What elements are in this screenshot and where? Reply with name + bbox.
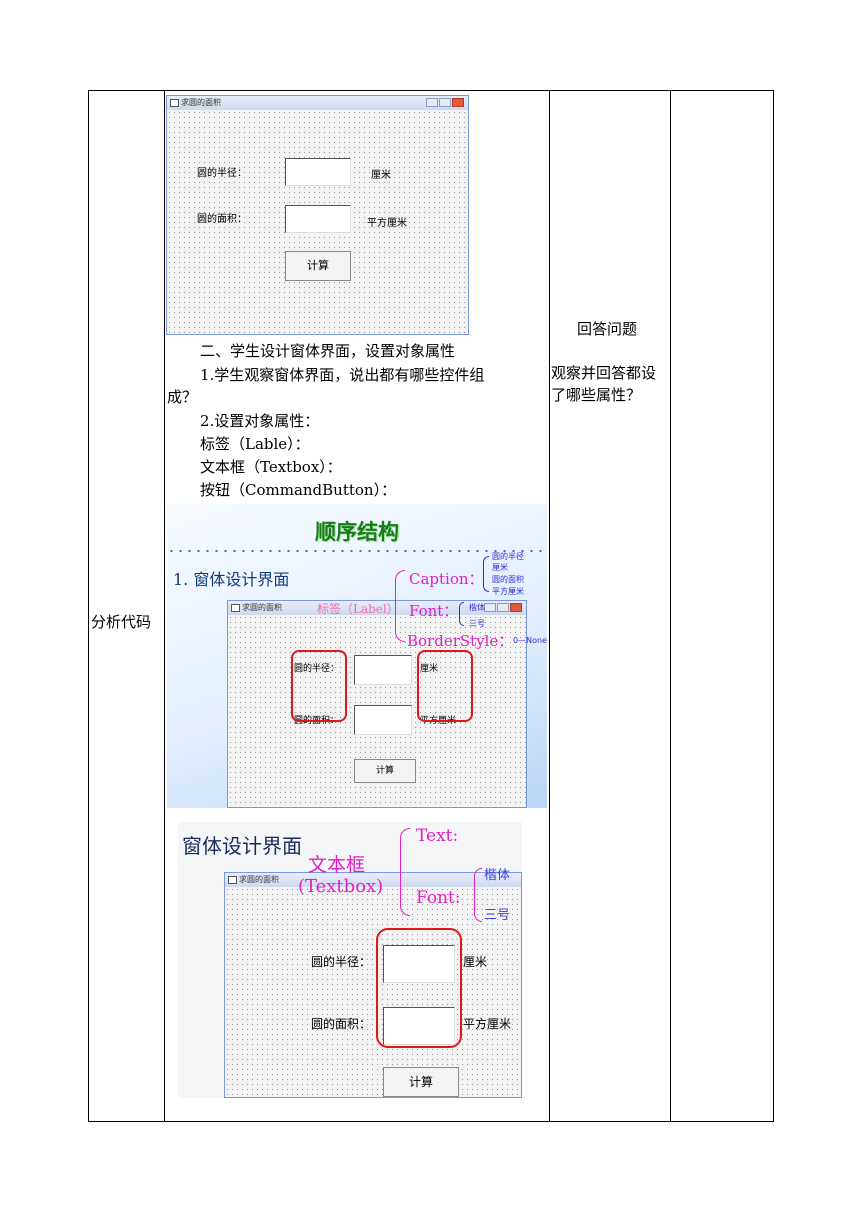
slide1-subtitle: 1. 窗体设计界面 — [173, 570, 290, 589]
slide1-form-titlebar: 求圆的面积 — [228, 601, 526, 615]
slide1-radius-label: 圆的半径： — [294, 664, 340, 674]
slide2-font-value-2: 三号 — [484, 908, 511, 923]
column-divider-3 — [670, 91, 671, 1121]
button-property-line: 按钮（CommandButton）： — [200, 481, 397, 499]
area-label: 圆的面积： — [197, 214, 247, 225]
slide2-radius-unit: 厘米 — [463, 955, 488, 969]
textbox-highlight — [376, 928, 462, 1048]
slide-textbox-properties: 窗体设计界面 求圆的面积 圆的半径： 厘米 圆的面积： 平方厘米 计算 文本框 … — [178, 822, 522, 1098]
radius-label: 圆的半径： — [197, 168, 247, 179]
radius-textbox — [285, 158, 351, 186]
question-2: 2.设置对象属性： — [200, 412, 320, 430]
form-titlebar: 求圆的面积 — [167, 96, 468, 110]
borderstyle-property: BorderStyle： — [407, 632, 514, 650]
slide2-calc-button: 计算 — [383, 1067, 459, 1097]
radius-unit: 厘米 — [371, 170, 391, 181]
maximize-icon — [439, 98, 451, 107]
slide1-area-textbox — [354, 705, 412, 735]
slide2-radius-label: 圆的半径： — [311, 955, 372, 969]
slide1-title: 顺序结构 — [315, 519, 399, 544]
slide2-form-canvas: 圆的半径： 厘米 圆的面积： 平方厘米 计算 — [225, 887, 521, 1097]
slide1-radius-unit: 厘米 — [420, 664, 439, 674]
slide2-form: 求圆的面积 圆的半径： 厘米 圆的面积： 平方厘米 计算 — [224, 872, 522, 1098]
close-icon — [452, 98, 464, 107]
student-activity-text: 观察并回答都设了哪些属性？ — [551, 364, 657, 404]
area-textbox — [285, 205, 351, 233]
textbox-property-brace — [400, 828, 410, 916]
lesson-table — [88, 90, 774, 1122]
textbox-tag: 文本框 — [308, 854, 366, 876]
textbox-property-line: 文本框（Textbox）： — [200, 458, 342, 476]
form-canvas: 圆的半径： 厘米 圆的面积： 平方厘米 计算 — [167, 110, 468, 334]
question-1-line2: 成？ — [167, 388, 198, 406]
row-label: 分析代码 — [91, 613, 152, 631]
slide2-font-property: Font: — [416, 888, 461, 908]
slide2-area-textbox — [383, 1007, 455, 1045]
slide1-radius-textbox — [354, 655, 412, 685]
font-values-brace — [459, 602, 464, 626]
slide1-form-icon — [231, 604, 240, 612]
label-highlight-left — [291, 650, 347, 722]
caption-value-3: 圆的面积 — [492, 575, 524, 584]
slide2-font-values-brace — [474, 868, 482, 922]
slide1-form-canvas: 圆的半径： 厘米 圆的面积： 平方厘米 计算 — [228, 615, 526, 807]
area-unit: 平方厘米 — [367, 218, 407, 229]
slide2-radius-textbox — [383, 945, 455, 983]
caption-property: Caption： — [409, 570, 484, 588]
slide2-form-title: 求圆的面积 — [239, 875, 279, 884]
column-divider-2 — [549, 91, 550, 1121]
slide1-calc-button: 计算 — [354, 759, 416, 783]
caption-value-2: 厘米 — [492, 563, 508, 572]
font-property: Font： — [409, 602, 459, 620]
text-property: Text: — [416, 826, 459, 846]
borderstyle-value: 0—None — [513, 636, 547, 645]
student-activity-title: 回答问题 — [577, 320, 638, 338]
caption-value-1: 圆的半径 — [492, 552, 524, 561]
property-brace — [395, 570, 405, 642]
slide2-area-label: 圆的面积： — [311, 1017, 372, 1031]
label-property-line: 标签（Lable）： — [200, 435, 310, 453]
window-controls — [426, 98, 464, 107]
decorative-divider — [167, 548, 547, 554]
slide-label-properties: 顺序结构 1. 窗体设计界面 求圆的面积 圆的半径： 厘米 圆的面积： 平方厘米… — [167, 504, 547, 808]
caption-value-4: 平方厘米 — [492, 587, 524, 596]
slide1-maximize-icon — [497, 603, 509, 612]
slide1-window-controls — [484, 603, 522, 612]
question-1-line1: 1.学生观察窗体界面，说出都有哪些控件组 — [200, 366, 485, 384]
slide2-area-unit: 平方厘米 — [463, 1017, 512, 1031]
minimize-icon — [426, 98, 438, 107]
slide1-minimize-icon — [484, 603, 496, 612]
slide2-form-titlebar: 求圆的面积 — [225, 873, 521, 887]
slide1-close-icon — [510, 603, 522, 612]
calc-button: 计算 — [285, 251, 351, 281]
slide1-form: 求圆的面积 圆的半径： 厘米 圆的面积： 平方厘米 计算 — [227, 600, 527, 808]
slide2-font-value-1: 楷体 — [484, 868, 511, 883]
slide2-title: 窗体设计界面 — [182, 834, 302, 858]
font-value-2: 三号 — [469, 619, 485, 628]
font-value-1: 楷体 — [469, 603, 485, 612]
form-title: 求圆的面积 — [181, 98, 221, 107]
form-window-icon — [170, 99, 179, 107]
textbox-tag-en: (Textbox) — [298, 876, 384, 897]
column-divider-1 — [164, 91, 165, 1121]
section-heading: 二、学生设计窗体界面，设置对象属性 — [200, 342, 456, 360]
slide2-form-icon — [228, 876, 237, 884]
slide1-form-title: 求圆的面积 — [242, 603, 282, 612]
label-tag: 标签（Label） — [317, 602, 399, 616]
vb-form-screenshot: 求圆的面积 圆的半径： 厘米 圆的面积： 平方厘米 计算 — [166, 95, 469, 335]
label-highlight-right — [417, 650, 473, 722]
caption-values-brace — [483, 556, 489, 592]
